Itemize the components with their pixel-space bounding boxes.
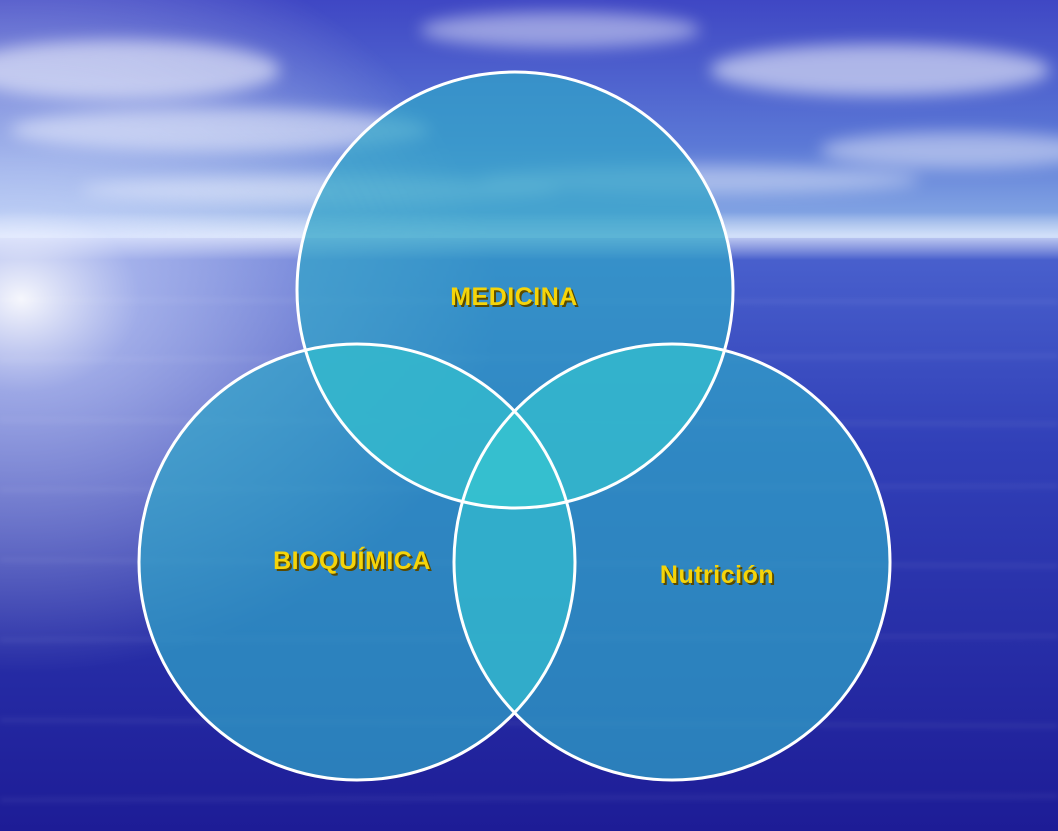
label-nutricion: Nutrición <box>660 561 774 589</box>
label-bioquimica-shadow: BIOQUÍMICA <box>275 548 433 577</box>
circle-medicina-outline <box>295 70 735 510</box>
label-nutricion-group: Nutrición Nutrición <box>660 561 776 591</box>
overlap-medicina-bioquimica <box>297 344 575 508</box>
circle-bioquimica-outline <box>137 342 577 782</box>
label-nutricion-shadow: Nutrición <box>662 563 776 591</box>
label-medicina-group: MEDICINA MEDICINA <box>450 283 580 313</box>
overlap-medicina-nutricion <box>454 344 733 508</box>
circle-nutricion-outline <box>452 342 892 782</box>
label-medicina: MEDICINA <box>450 283 578 311</box>
label-medicina-shadow: MEDICINA <box>452 285 580 313</box>
label-bioquimica-group: BIOQUÍMICA BIOQUÍMICA <box>273 546 433 577</box>
label-bioquimica: BIOQUÍMICA <box>273 546 431 575</box>
